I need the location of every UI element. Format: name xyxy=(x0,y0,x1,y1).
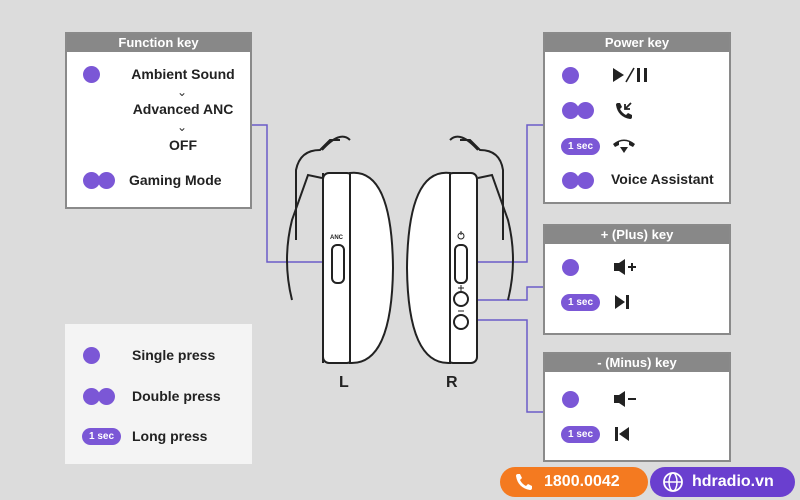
site-url: hdradio.vn xyxy=(692,473,774,490)
off-label: OFF xyxy=(169,137,197,153)
previous-track-icon xyxy=(615,427,629,441)
plus-key-title: + (Plus) key xyxy=(545,226,729,244)
minus-key-panel: - (Minus) key 1 sec xyxy=(543,352,731,462)
single-press-dot xyxy=(562,391,579,408)
left-earcup xyxy=(286,135,395,365)
left-label: L xyxy=(339,374,349,391)
legend-panel: Single press Double press 1 sec Long pre… xyxy=(65,324,252,464)
long-press-pill: 1 sec xyxy=(561,426,601,443)
power-key-panel: Power key 1 sec Voice Assistant xyxy=(543,32,731,204)
chevron-down-icon: ⌄ xyxy=(176,120,188,134)
single-press-dot xyxy=(562,259,579,276)
ambient-sound-label: Ambient Sound xyxy=(131,66,235,82)
right-earcup xyxy=(405,135,514,365)
power-key-title: Power key xyxy=(545,34,729,52)
connector-lines xyxy=(250,124,543,413)
phone-icon xyxy=(516,474,532,490)
connector-minus xyxy=(470,319,543,413)
hang-up-icon xyxy=(613,139,635,153)
connector-plus xyxy=(470,286,543,301)
globe-icon xyxy=(663,472,683,492)
double-press-dots xyxy=(83,172,117,189)
voice-assistant-label: Voice Assistant xyxy=(611,171,714,187)
volume-up-icon xyxy=(614,259,636,275)
long-press-pill: 1 sec xyxy=(561,138,601,155)
legend-double-label: Double press xyxy=(132,388,221,404)
single-press-dot xyxy=(83,347,100,364)
single-press-dot xyxy=(562,67,579,84)
legend-long-label: Long press xyxy=(132,428,208,444)
minus-key-title: - (Minus) key xyxy=(545,354,729,372)
long-press-pill: 1 sec xyxy=(82,428,122,445)
volume-down-icon xyxy=(614,391,636,407)
function-key-title: Function key xyxy=(67,34,250,52)
legend-single-label: Single press xyxy=(132,347,216,363)
phone-number: 1800.0042 xyxy=(544,473,620,490)
plus-key-panel: + (Plus) key 1 sec xyxy=(543,224,731,335)
phone-pill[interactable]: 1800.0042 xyxy=(500,467,648,497)
double-press-dots xyxy=(562,102,596,119)
function-key-panel: Function key Ambient Sound ⌄ Advanced AN… xyxy=(65,32,252,209)
incoming-call-icon xyxy=(616,102,632,119)
long-press-pill: 1 sec xyxy=(561,294,601,311)
right-label: R xyxy=(446,374,458,391)
anc-label: ANC xyxy=(330,235,343,241)
advanced-anc-label: Advanced ANC xyxy=(132,101,234,117)
double-press-dots xyxy=(562,172,596,189)
gaming-mode-label: Gaming Mode xyxy=(129,172,222,188)
right-cup-marks xyxy=(457,231,465,312)
site-pill[interactable]: hdradio.vn xyxy=(650,467,795,497)
connector-power xyxy=(470,124,543,263)
next-track-icon xyxy=(615,295,629,309)
double-press-dots xyxy=(83,388,117,405)
chevron-down-icon: ⌄ xyxy=(176,85,188,99)
connector-function xyxy=(250,124,330,263)
single-press-dot xyxy=(83,66,100,83)
play-pause-icon xyxy=(613,67,647,83)
